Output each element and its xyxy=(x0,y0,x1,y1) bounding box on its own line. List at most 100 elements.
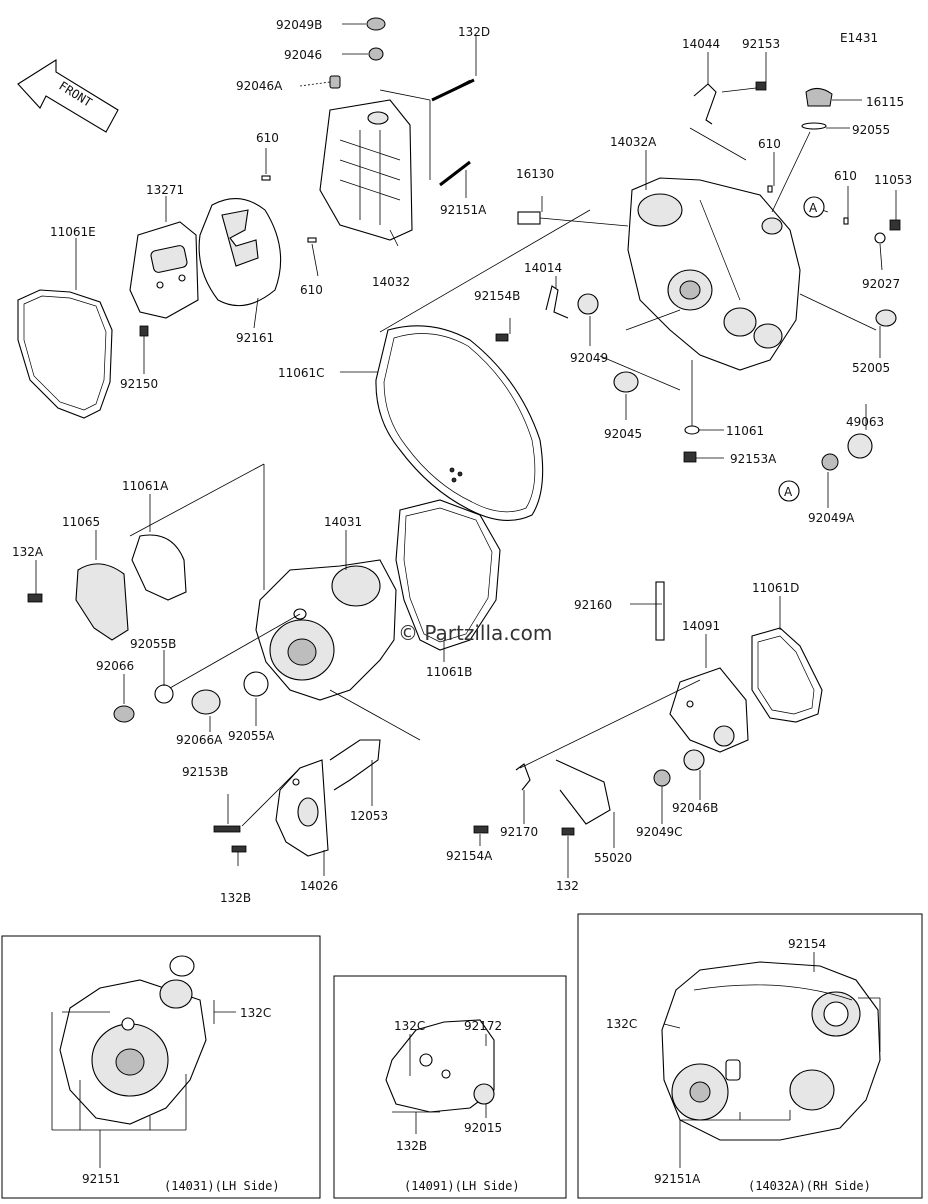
seal-92049A-icon xyxy=(821,453,839,471)
seal-52005-icon xyxy=(875,309,897,327)
label-92150: 92150 xyxy=(120,377,158,391)
label-49063: 49063 xyxy=(846,415,884,429)
inset2-label-92172: 92172 xyxy=(464,1019,502,1033)
label-14091: 14091 xyxy=(682,619,720,633)
label-610-a: 610 xyxy=(256,131,279,145)
plug-92066-icon xyxy=(113,705,135,723)
cover-14032-icon xyxy=(319,99,413,241)
label-14031: 14031 xyxy=(324,515,362,529)
cover-11065-icon xyxy=(75,563,129,641)
inset1-label-132C: 132C xyxy=(240,1006,271,1020)
part-group-13271 xyxy=(17,196,282,419)
gasket-11061C-icon xyxy=(375,325,544,521)
seal-92049B-icon xyxy=(366,17,386,31)
inset2-label-132B: 132B xyxy=(396,1139,427,1153)
bracket-92170-icon xyxy=(515,763,531,791)
part-group-14032 xyxy=(261,17,477,277)
label-92153B: 92153B xyxy=(182,765,228,779)
label-11061E: 11061E xyxy=(50,225,96,239)
clutch-cover-14032A-icon xyxy=(627,177,801,371)
label-92049B: 92049B xyxy=(276,18,322,32)
label-92046A: 92046A xyxy=(236,79,283,93)
inset1-title: (14031)(LH Side) xyxy=(164,1179,280,1193)
lever-14044-icon xyxy=(693,83,717,125)
part-group-14031 xyxy=(27,463,501,741)
bearing-92046A-icon xyxy=(329,75,341,89)
label-12053: 12053 xyxy=(350,809,388,823)
inset3-label-132C: 132C xyxy=(606,1017,637,1031)
label-13271: 13271 xyxy=(146,183,184,197)
guide-55020-icon xyxy=(555,759,611,825)
part-group-14091 xyxy=(473,581,823,878)
label-92154A: 92154A xyxy=(446,849,493,863)
inset-14031-lh-side xyxy=(1,935,321,1199)
inset2-title: (14091)(LH Side) xyxy=(404,1179,520,1193)
front-arrow-icon: FRONT xyxy=(17,59,119,133)
label-610-c: 610 xyxy=(758,137,781,151)
label-16115: 16115 xyxy=(866,95,904,109)
label-55020: 55020 xyxy=(594,851,632,865)
inset-14032A-rh-side xyxy=(577,913,923,1199)
label-92045: 92045 xyxy=(604,427,642,441)
label-92027: 92027 xyxy=(862,277,900,291)
seal-92049C-icon xyxy=(653,769,671,787)
label-92153A: 92153A xyxy=(730,452,777,466)
label-92055B: 92055B xyxy=(130,637,176,651)
label-132D: 132D xyxy=(458,25,490,39)
label-92066A: 92066A xyxy=(176,733,223,747)
label-92046B: 92046B xyxy=(672,801,718,815)
inset2-label-92015: 92015 xyxy=(464,1121,502,1135)
gasket-11061B-icon xyxy=(395,499,501,651)
svg-text:A: A xyxy=(784,485,793,499)
label-92046: 92046 xyxy=(284,48,322,62)
part-group-14026 xyxy=(213,739,381,876)
label-16130: 16130 xyxy=(516,167,554,181)
label-11061: 11061 xyxy=(726,424,764,438)
seal-92045-icon xyxy=(613,371,639,393)
watermark: © Partzilla.com xyxy=(398,621,552,645)
plug-16115-icon xyxy=(805,88,833,107)
bearing-92046-icon xyxy=(368,47,384,61)
fitting-16130-icon xyxy=(517,211,541,225)
label-92161: 92161 xyxy=(236,331,274,345)
svg-text:A: A xyxy=(809,201,818,215)
bearing-92046B-icon xyxy=(683,749,705,771)
label-92160: 92160 xyxy=(574,598,612,612)
o-ring-92055A-icon xyxy=(243,671,269,697)
label-14014: 14014 xyxy=(524,261,562,275)
callout-a-1: A xyxy=(803,196,825,218)
pin-92160-icon xyxy=(655,581,665,641)
gasket-11061E-icon xyxy=(17,289,113,419)
label-92066: 92066 xyxy=(96,659,134,673)
label-11061C: 11061C xyxy=(278,366,325,380)
label-11061A: 11061A xyxy=(122,479,169,493)
label-92170: 92170 xyxy=(500,825,538,839)
label-11061B: 11061B xyxy=(426,665,472,679)
label-92154B: 92154B xyxy=(474,289,520,303)
gasket-11061D-icon xyxy=(751,627,823,723)
label-132A: 132A xyxy=(12,545,44,559)
label-11061D: 11061D xyxy=(752,581,799,595)
gasket-11061A-icon xyxy=(131,534,187,601)
inset3-label-92151A: 92151A xyxy=(654,1172,701,1186)
bearing-49063-icon xyxy=(847,433,873,459)
plate-12053-icon xyxy=(329,739,381,791)
label-92049C: 92049C xyxy=(636,825,683,839)
cover-14091-icon xyxy=(669,667,749,753)
inset3-label-92154: 92154 xyxy=(788,937,826,951)
label-11065: 11065 xyxy=(62,515,100,529)
label-92049: 92049 xyxy=(570,351,608,365)
label-52005: 52005 xyxy=(852,361,890,375)
label-132: 132 xyxy=(556,879,579,893)
label-92055: 92055 xyxy=(852,123,890,137)
label-610-b: 610 xyxy=(300,283,323,297)
label-610-d: 610 xyxy=(834,169,857,183)
bracket-14014-icon xyxy=(545,285,569,319)
diagram-code: E1431 xyxy=(840,31,878,45)
label-11053: 11053 xyxy=(874,173,912,187)
label-92055A: 92055A xyxy=(228,729,275,743)
label-14032: 14032 xyxy=(372,275,410,289)
inset-14091-lh-side xyxy=(333,975,567,1199)
